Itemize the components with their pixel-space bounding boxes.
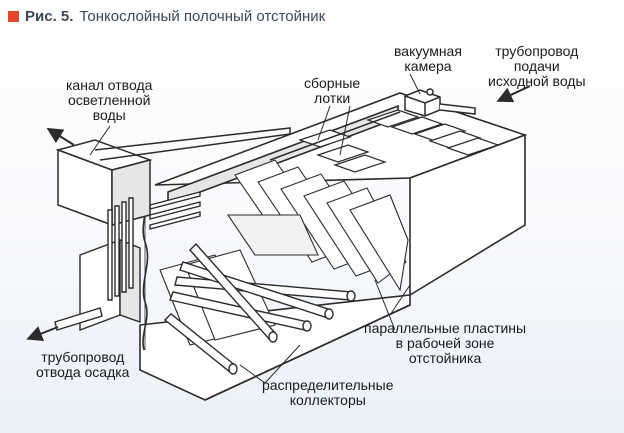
label-line: трубопровод bbox=[495, 43, 579, 59]
label-line: исходной воды bbox=[488, 73, 586, 89]
label-line: отстойника bbox=[408, 350, 482, 366]
sludge-outflow-arrow-icon bbox=[26, 326, 59, 342]
label-line: коллекторы bbox=[289, 392, 366, 408]
figure-caption: Рис. 5. Тонкослойный полочный отстойник bbox=[8, 6, 325, 26]
label-inlet-pipe: трубопровод подачи исходной воды bbox=[488, 44, 586, 89]
sludge-outlet-assembly bbox=[54, 191, 201, 332]
label-line: камера bbox=[404, 58, 452, 74]
label-sludge-pipe: трубопровод отвода осадка bbox=[36, 350, 129, 380]
label-distribution-collectors: распределительные коллекторы bbox=[262, 378, 394, 408]
label-line: осветленной bbox=[67, 92, 151, 108]
label-line: параллельные пластины bbox=[364, 320, 527, 336]
distribution-collectors bbox=[163, 242, 356, 375]
caption-number: Рис. 5. bbox=[25, 7, 74, 25]
label-line: в рабочей зоне bbox=[395, 335, 495, 351]
flow-arrows bbox=[26, 85, 531, 342]
clarified-water-channel bbox=[55, 111, 401, 227]
label-line: сборные bbox=[304, 75, 361, 91]
label-line: лотки bbox=[314, 90, 351, 106]
label-vacuum-chamber: вакуумная камера bbox=[394, 44, 462, 74]
caption-title: Тонкослойный полочный отстойник bbox=[79, 7, 326, 25]
label-line: трубопровод bbox=[41, 349, 125, 365]
label-line: вакуумная bbox=[394, 43, 462, 59]
label-collecting-trays: сборные лотки bbox=[304, 76, 360, 106]
leader-lines bbox=[89, 73, 421, 384]
inlet-arrow-icon bbox=[496, 85, 531, 103]
label-line: распределительные bbox=[262, 377, 394, 393]
label-line: отвода осадка bbox=[36, 364, 130, 380]
label-line: воды bbox=[92, 107, 126, 123]
clarified-outflow-arrow-icon bbox=[46, 127, 75, 146]
vacuum-chamber bbox=[404, 88, 476, 117]
label-parallel-plates: параллельные пластины в рабочей зоне отс… bbox=[364, 321, 526, 366]
label-clarified-channel: канал отвода осветленной воды bbox=[66, 78, 152, 123]
collecting-trays bbox=[298, 109, 500, 173]
caption-marker-icon bbox=[8, 10, 19, 22]
label-line: подачи bbox=[513, 58, 560, 74]
label-line: канал отвода bbox=[66, 77, 153, 93]
